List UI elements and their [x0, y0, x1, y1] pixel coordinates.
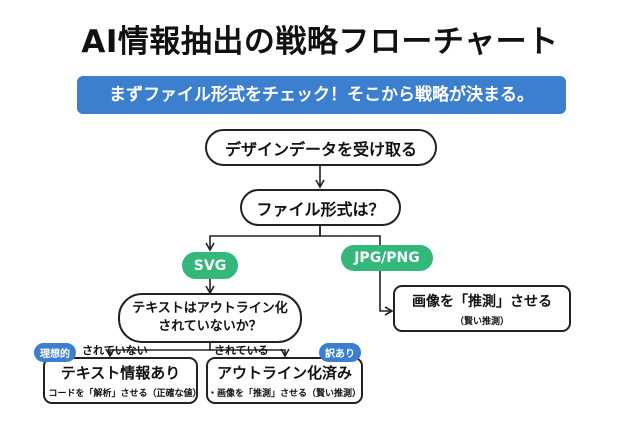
edge-label-not-outlined: されていない — [82, 344, 148, 357]
node-infer-sub: （賢い推測） — [454, 316, 509, 327]
edge-label-outlined: されている — [214, 344, 269, 357]
node-outlined-main: アウトライン化済み — [216, 364, 352, 382]
badge-ideal: 理想的 — [34, 343, 76, 362]
tag-svg: SVG — [182, 252, 238, 279]
connector-jpg-infer — [379, 270, 394, 316]
node-outlined: アウトライン化済み ・画像を「推測」させる（賢い推測） — [206, 357, 363, 404]
node-format-label: ファイル形式は？ — [256, 199, 385, 219]
node-file-format-question: ファイル形式は？ — [240, 189, 401, 226]
node-outline-question: テキストはアウトライン化 されていないか？ — [118, 293, 302, 343]
badge-compromise: 訳あり — [319, 343, 361, 362]
node-infer-image: 画像を「推測」させる （賢い推測） — [393, 285, 571, 332]
badge-ideal-label: 理想的 — [40, 349, 70, 360]
node-text-info-main: テキスト情報あり — [60, 364, 181, 382]
tag-svg-label: SVG — [193, 257, 227, 274]
node-outlined-sub: ・画像を「推測」させる（賢い推測） — [208, 389, 362, 399]
tag-jpg-png: JPG/PNG — [341, 245, 433, 271]
node-outline-question-line2: されていないか？ — [158, 319, 262, 334]
tag-jpg-png-label: JPG/PNG — [354, 250, 420, 266]
node-outline-question-line1: テキストはアウトライン化 — [132, 301, 288, 316]
connector-question-text — [105, 343, 211, 358]
connector-format-jpg — [319, 226, 381, 245]
node-receive-data: デザインデータを受け取る — [205, 129, 437, 166]
connector-format-svg — [205, 226, 321, 252]
connector-question-outlined — [210, 348, 290, 358]
node-infer-main: 画像を「推測」させる — [412, 293, 552, 310]
summary-banner: まずファイル形式をチェック！そこから戦略が決まる。 — [77, 76, 566, 114]
node-receive-label: デザインデータを受け取る — [224, 139, 417, 159]
node-text-info: テキスト情報あり ・コードを「解析」させる（正確な値） — [40, 357, 202, 404]
node-text-info-sub: ・コードを「解析」させる（正確な値） — [39, 389, 202, 399]
badge-compromise-label: 訳あり — [325, 349, 355, 360]
page-title: AI情報抽出の戦略フローチャート — [81, 24, 559, 60]
